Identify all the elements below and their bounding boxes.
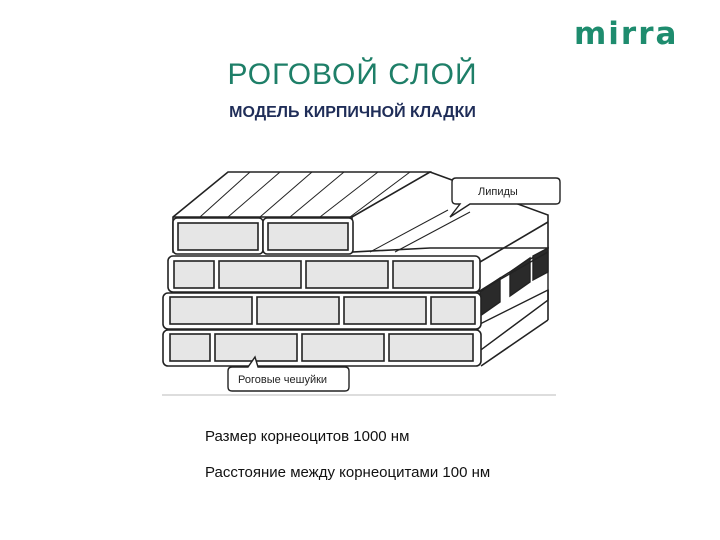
brick-row-4 — [162, 290, 549, 367]
mirra-logo: mirra — [574, 16, 679, 52]
page-subtitle: МОДЕЛЬ КИРПИЧНОЙ КЛАДКИ — [229, 104, 476, 121]
page-title: РОГОВОЙ СЛОЙ — [227, 58, 478, 91]
brick-row-1 — [172, 217, 354, 255]
fact-corneocyte-distance: Расстояние между корнеоцитами 100 нм — [205, 464, 491, 481]
callout-lipids — [449, 177, 561, 218]
brick-row-3 — [162, 292, 482, 330]
fact-corneocyte-size: Размер корнеоцитов 1000 нм — [205, 428, 410, 445]
callout-scales-text: Роговые чешуйки — [238, 374, 327, 386]
callout-scales — [227, 355, 350, 392]
callout-lipids-text: Липиды — [478, 186, 518, 198]
brick-row-2 — [167, 221, 549, 293]
right-side-face — [477, 246, 549, 354]
